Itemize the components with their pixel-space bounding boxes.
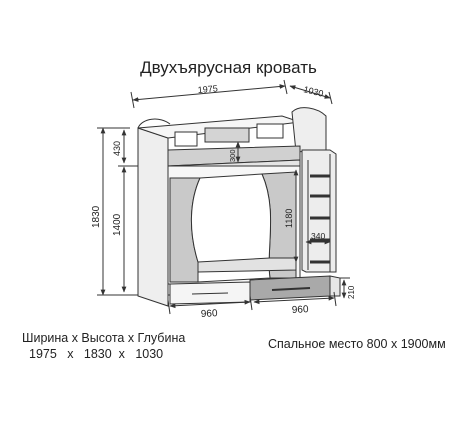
label-height-body: 1400 xyxy=(112,213,123,236)
dim-width-top xyxy=(130,79,288,109)
label-step-340: 340 xyxy=(311,231,325,241)
dim-drawer-210 xyxy=(340,277,350,299)
dim-bottom-left xyxy=(167,295,253,315)
caption-sleeping-place: Спальное место 800 х 1900мм xyxy=(268,337,446,351)
dim-bottom-right xyxy=(253,291,337,307)
caption-dimensions-label: Ширина х Высота х Глубина xyxy=(22,331,186,345)
label-ladder-1180: 1180 xyxy=(284,209,294,228)
label-bottom-left: 960 xyxy=(201,308,219,320)
label-drawer-210: 210 xyxy=(347,285,356,299)
dim-depth-top xyxy=(289,85,333,105)
label-height-total: 1830 xyxy=(91,205,102,228)
label-rail-300: 300 xyxy=(228,149,237,162)
page-title: Двухъярусная кровать xyxy=(140,58,317,77)
label-depth-top: 1030 xyxy=(303,84,325,99)
label-height-top: 430 xyxy=(112,141,122,156)
label-bottom-right: 960 xyxy=(292,304,310,316)
caption-dimensions-values: 1975 х 1830 х 1030 xyxy=(29,347,164,361)
label-width-top: 1975 xyxy=(197,83,218,95)
